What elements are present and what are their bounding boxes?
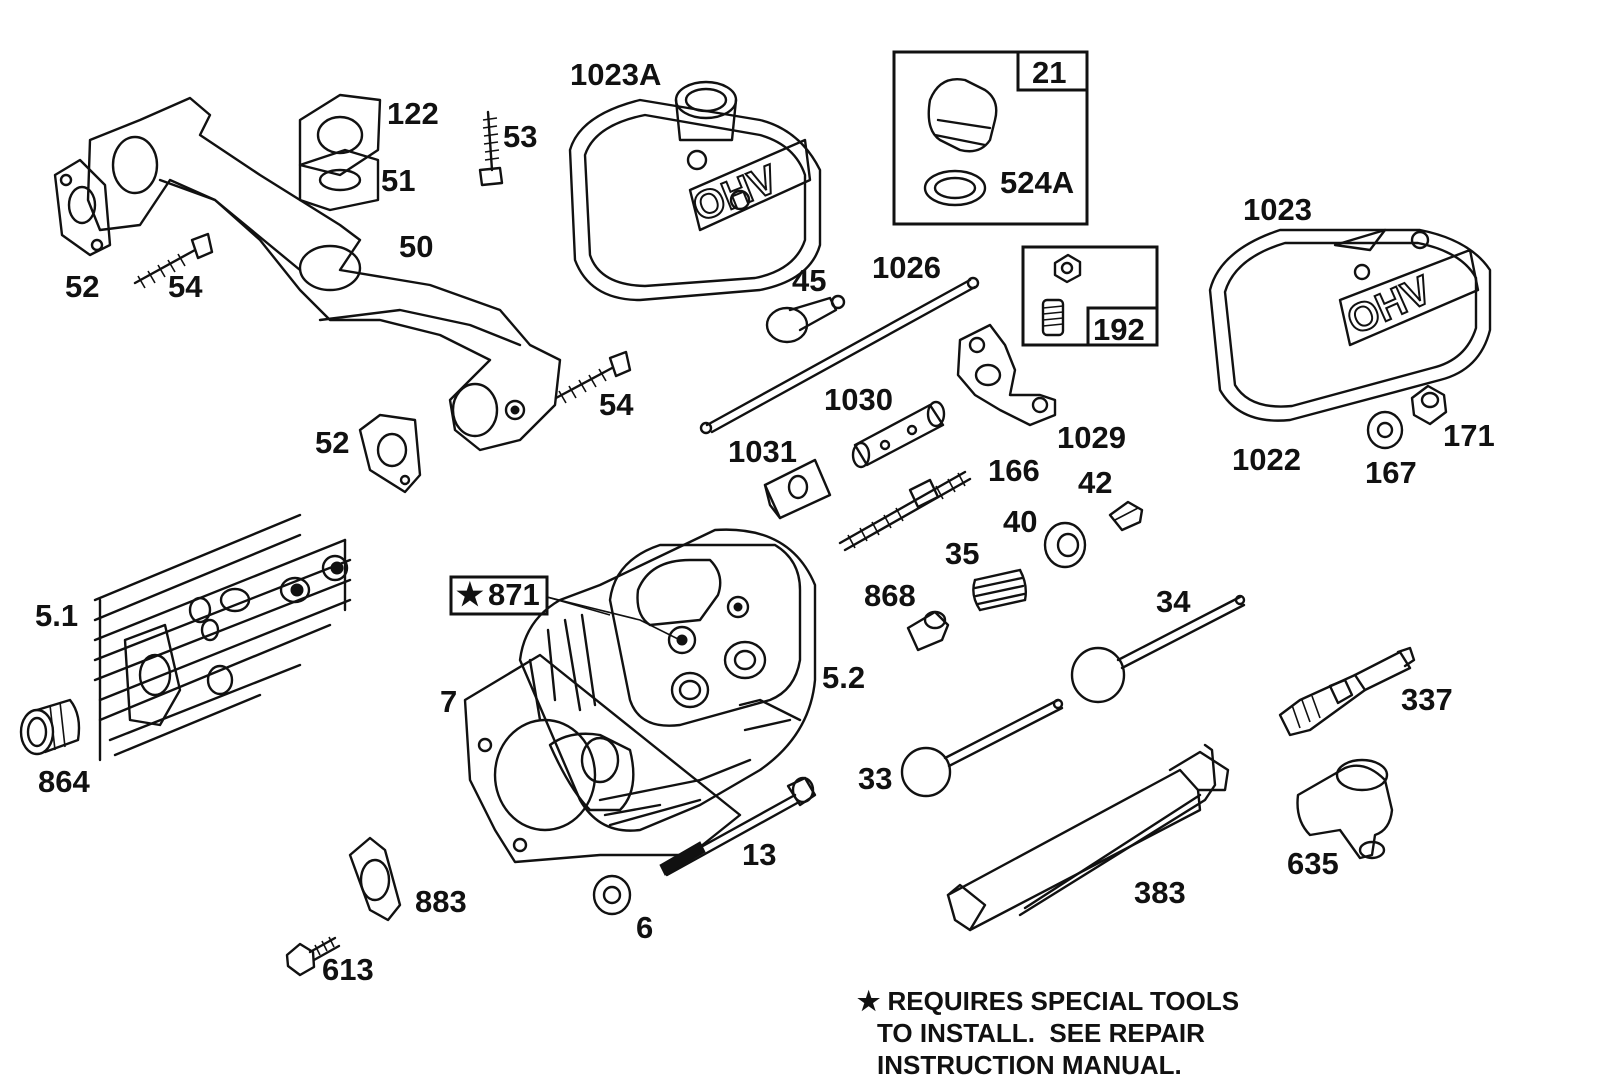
gasket-icon bbox=[358, 413, 422, 494]
wrench-icon bbox=[946, 743, 1230, 932]
part-label: 167 bbox=[1365, 455, 1417, 490]
rocker-arm-icon bbox=[956, 323, 1057, 427]
nut-icon bbox=[1053, 253, 1082, 284]
part-label: 45 bbox=[792, 263, 826, 298]
part-label: 5.2 bbox=[822, 660, 865, 695]
bolt-icon bbox=[285, 936, 341, 977]
part-label: 50 bbox=[399, 229, 433, 264]
valve-cover-icon: OHV bbox=[1208, 228, 1492, 422]
spacer-icon bbox=[298, 148, 380, 212]
valve-icon bbox=[1070, 594, 1246, 704]
part-label: 1030 bbox=[824, 382, 893, 417]
svg-text:OHV: OHV bbox=[1341, 268, 1438, 344]
stud-icon bbox=[1041, 298, 1065, 337]
spring-icon bbox=[972, 568, 1028, 612]
bolt-icon bbox=[133, 232, 214, 289]
part-label: 868 bbox=[864, 578, 916, 613]
rocker-ball-icon bbox=[765, 294, 846, 344]
part-label: 7 bbox=[440, 684, 457, 719]
part-label: 1026 bbox=[872, 250, 941, 285]
part-label: 171 bbox=[1443, 418, 1495, 453]
part-label: 21 bbox=[1032, 55, 1066, 90]
part-label: 53 bbox=[503, 119, 537, 154]
note-line: ★ REQUIRES SPECIAL TOOLS bbox=[857, 986, 1240, 1016]
part-label: 613 bbox=[322, 952, 374, 987]
part-label: 52 bbox=[65, 269, 99, 304]
leader-line bbox=[546, 596, 611, 616]
intake-adapter-icon bbox=[19, 698, 81, 756]
spark-plug-boot-icon bbox=[1296, 758, 1394, 860]
oil-fill-cap-icon bbox=[923, 78, 998, 207]
stud-icon bbox=[838, 470, 972, 552]
gasket-icon bbox=[298, 93, 382, 177]
part-label: 883 bbox=[415, 884, 467, 919]
part-label: 864 bbox=[38, 764, 90, 799]
oil-cap-kit-box bbox=[892, 50, 1089, 226]
guide-plate-icon bbox=[763, 458, 832, 520]
spark-plug-icon bbox=[1278, 646, 1416, 737]
part-label: 1022 bbox=[1232, 442, 1301, 477]
part-label: 524A bbox=[1000, 165, 1074, 200]
gasket-icon bbox=[53, 158, 112, 257]
exhaust-manifold-icon bbox=[86, 96, 562, 452]
washer-icon bbox=[592, 874, 632, 916]
part-label: 34 bbox=[1156, 584, 1191, 619]
special-tools-note: ★ REQUIRES SPECIAL TOOLS TO INSTALL. SEE… bbox=[857, 985, 1239, 1081]
valve-icon bbox=[900, 698, 1064, 798]
washer-icon bbox=[1366, 410, 1404, 450]
part-label: 54 bbox=[168, 269, 203, 304]
part-label: 1029 bbox=[1057, 420, 1126, 455]
cylinder-head-icon bbox=[93, 513, 352, 762]
part-label: 42 bbox=[1078, 465, 1112, 500]
part-label: 1031 bbox=[728, 434, 797, 469]
nut-icon bbox=[1410, 384, 1448, 426]
cylinder-head-icon bbox=[518, 528, 817, 832]
rocker-pin-icon bbox=[851, 400, 946, 469]
retainer-icon bbox=[1043, 521, 1087, 569]
note-line: INSTRUCTION MANUAL. bbox=[877, 1050, 1182, 1080]
valve-seal-icon bbox=[906, 610, 950, 652]
part-label: 5.1 bbox=[35, 598, 78, 633]
part-label: 35 bbox=[945, 536, 979, 571]
part-label: 54 bbox=[599, 387, 634, 422]
part-label: 13 bbox=[742, 837, 776, 872]
part-label: 122 bbox=[387, 96, 439, 131]
part-label: 1023A bbox=[570, 57, 661, 92]
part-label: 33 bbox=[858, 761, 892, 796]
part-label: 166 bbox=[988, 453, 1040, 488]
leader-line bbox=[546, 596, 681, 641]
part-label: 871 bbox=[488, 577, 540, 612]
bolt-icon bbox=[554, 350, 632, 404]
part-label: ★ bbox=[456, 577, 484, 612]
push-rod-icon bbox=[699, 276, 980, 435]
gasket-icon bbox=[348, 836, 402, 922]
part-label: 1023 bbox=[1243, 192, 1312, 227]
part-label: 51 bbox=[381, 163, 415, 198]
retainer-icon bbox=[1108, 500, 1144, 532]
part-label: 383 bbox=[1134, 875, 1186, 910]
part-label: 337 bbox=[1401, 682, 1453, 717]
note-line: TO INSTALL. SEE REPAIR bbox=[877, 1018, 1205, 1048]
part-label: 6 bbox=[636, 910, 653, 945]
bolt-icon bbox=[478, 110, 504, 187]
kit-number-box bbox=[1016, 50, 1089, 92]
part-label: 40 bbox=[1003, 504, 1037, 539]
special-tool-box bbox=[449, 575, 549, 616]
head-bolt-icon bbox=[659, 776, 817, 877]
part-label: 192 bbox=[1093, 312, 1145, 347]
part-label: 635 bbox=[1287, 846, 1339, 881]
part-label: 52 bbox=[315, 425, 349, 460]
valve-cover-icon: OHV bbox=[568, 80, 822, 302]
kit-number-box bbox=[1086, 306, 1159, 347]
